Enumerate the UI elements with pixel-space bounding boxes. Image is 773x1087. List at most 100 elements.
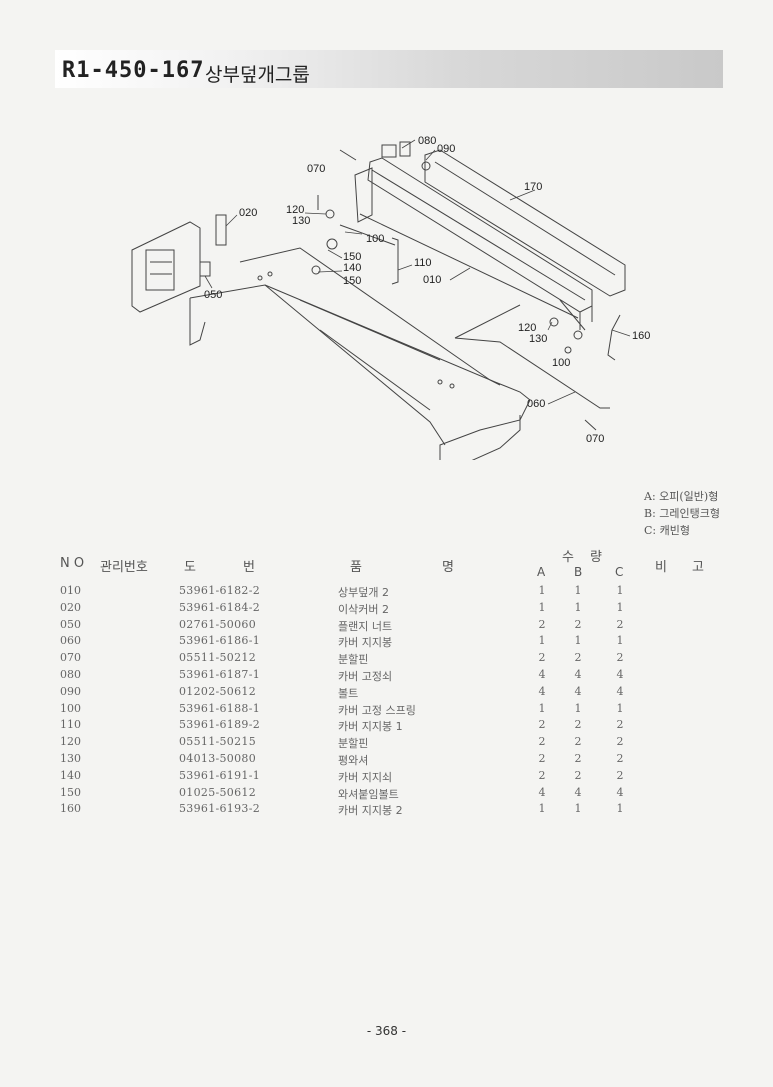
callout-120: 120 — [286, 204, 304, 216]
row-qty-c: 2 — [616, 735, 624, 749]
parts-diagram: 080 090 070 170 020 120 130 100 150 140 … — [131, 135, 650, 460]
fasteners — [311, 141, 597, 431]
row-qty-b: 2 — [574, 651, 582, 665]
row-no: 070 — [60, 651, 81, 665]
legend-a: A: 오피(일반)형 — [644, 490, 719, 503]
row-part-number: 53961-6193-2 — [179, 802, 261, 816]
support-rods — [339, 224, 621, 409]
row-qty-b: 1 — [574, 634, 582, 648]
row-qty-c: 1 — [616, 802, 624, 816]
row-qty-b: 4 — [574, 684, 582, 698]
header-mgmt: 관리번호 — [100, 560, 148, 575]
page-number: - 368 - — [366, 1024, 407, 1038]
row-qty-b: 4 — [574, 668, 582, 681]
row-part-number: 01202-50612 — [179, 684, 257, 698]
header-a: A — [537, 565, 546, 579]
callout-010: 010 — [423, 274, 441, 286]
row-qty-c: 1 — [616, 634, 624, 648]
row-qty-c: 2 — [616, 768, 624, 782]
row-part-name: 카버 지지봉 1 — [338, 720, 403, 734]
row-part-name: 상부덮개 2 — [338, 586, 389, 599]
callout-070: 070 — [307, 163, 325, 175]
row-no: 090 — [60, 684, 81, 698]
row-part-name: 카버 지지봉 — [338, 636, 393, 650]
leader-lines — [204, 139, 631, 405]
row-no: 060 — [60, 634, 81, 648]
callout-080: 080 — [418, 135, 436, 147]
row-qty-b: 2 — [574, 718, 582, 732]
callout-090: 090 — [437, 143, 455, 155]
row-part-number: 53961-6182-2 — [179, 584, 261, 597]
row-qty-c: 1 — [616, 600, 624, 614]
callout-150b: 150 — [343, 275, 361, 287]
callout-050: 050 — [204, 289, 222, 301]
row-no: 120 — [60, 735, 81, 749]
row-qty-a: 2 — [538, 617, 546, 631]
row-qty-a: 2 — [538, 768, 546, 782]
callout-120b: 120 — [518, 322, 536, 334]
row-qty-c: 2 — [616, 752, 624, 765]
header-b: B — [574, 565, 583, 579]
row-part-name: 플랜지 너트 — [338, 619, 393, 633]
callout-110: 110 — [414, 257, 432, 269]
callout-150: 150 — [343, 251, 361, 263]
row-qty-c: 4 — [616, 785, 624, 799]
row-part-name: 분할핀 — [338, 737, 369, 751]
row-qty-b: 2 — [574, 735, 582, 749]
callout-070b: 070 — [586, 433, 604, 445]
header-do: 도 — [184, 560, 196, 575]
row-qty-a: 1 — [538, 701, 546, 715]
row-qty-a: 1 — [538, 584, 546, 597]
header-beon: 번 — [243, 560, 255, 575]
callout-140: 140 — [343, 262, 361, 274]
row-qty-a: 2 — [538, 752, 546, 765]
row-part-name: 이삭커버 2 — [338, 602, 389, 616]
row-qty-c: 2 — [616, 718, 624, 732]
callout-020: 020 — [239, 207, 257, 219]
row-qty-a: 2 — [538, 651, 546, 665]
header-c: C — [615, 565, 624, 579]
upper-cover — [354, 157, 593, 331]
row-qty-a: 4 — [538, 668, 546, 681]
legend-b: B: 그레인탱크형 — [644, 507, 721, 520]
row-no: 130 — [60, 752, 81, 765]
row-qty-c: 4 — [616, 684, 624, 698]
row-part-number: 53961-6186-1 — [179, 634, 261, 648]
header-myeong: 명 — [442, 560, 454, 575]
row-part-number: 53961-6188-1 — [179, 701, 261, 715]
row-no: 100 — [60, 701, 81, 715]
row-qty-a: 4 — [538, 684, 546, 698]
row-qty-c: 2 — [616, 617, 624, 631]
row-part-number: 53961-6191-1 — [179, 768, 261, 782]
table-row: 130 04013-50080 평와셔 2 2 2 — [0, 752, 773, 768]
row-no: 010 — [60, 584, 81, 597]
row-part-name: 평와셔 — [338, 754, 369, 767]
row-part-name: 분할핀 — [338, 653, 369, 667]
row-part-number: 04013-50080 — [179, 752, 257, 765]
row-no: 110 — [60, 718, 81, 732]
row-qty-a: 1 — [538, 600, 546, 614]
row-qty-c: 1 — [616, 701, 624, 715]
header-pum: 품 — [350, 560, 362, 575]
row-part-number: 53961-6189-2 — [179, 718, 261, 732]
header-su: 수 — [562, 550, 574, 565]
header-go: 고 — [692, 560, 704, 575]
callout-060: 060 — [527, 398, 545, 410]
row-no: 160 — [60, 802, 81, 816]
row-part-name: 카버 고정쇠 — [338, 670, 393, 683]
row-part-number: 02761-50060 — [179, 617, 257, 631]
row-part-number: 05511-50215 — [179, 735, 257, 749]
row-qty-a: 2 — [538, 718, 546, 732]
row-qty-b: 1 — [574, 701, 582, 715]
row-qty-b: 2 — [574, 752, 582, 765]
row-qty-a: 1 — [538, 802, 546, 816]
row-part-name: 카버 지지쇠 — [338, 770, 393, 784]
